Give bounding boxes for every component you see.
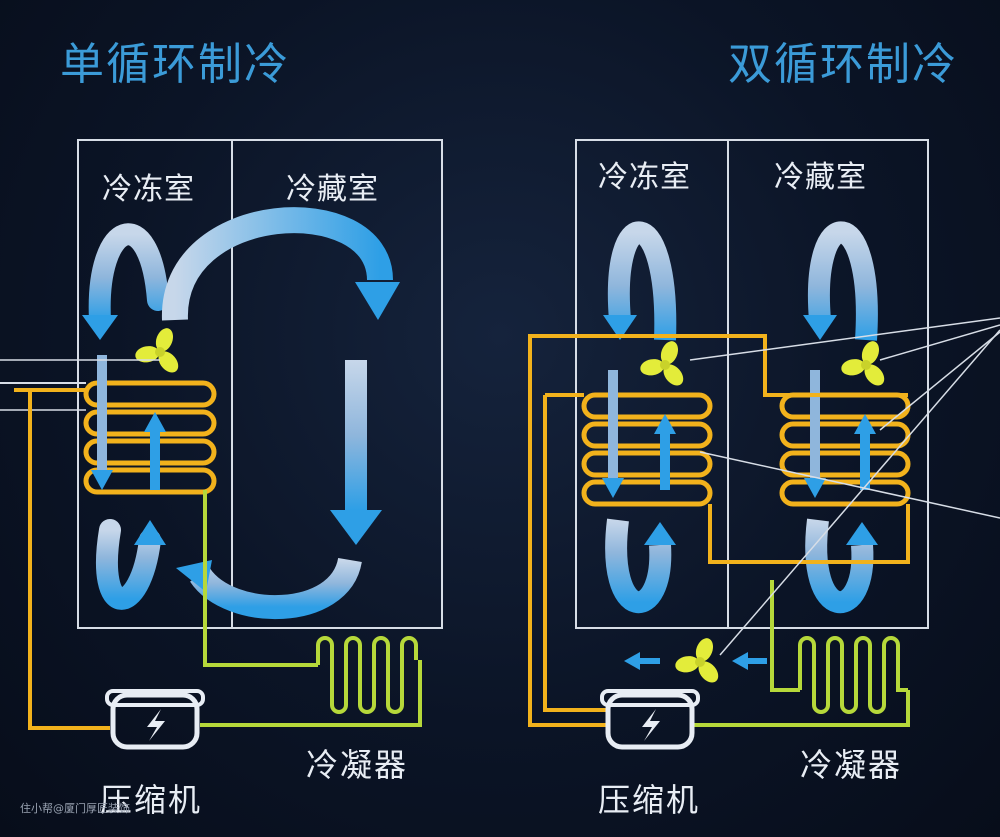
left-airflow-arrow bbox=[355, 282, 400, 320]
right-diagram bbox=[528, 139, 1000, 747]
right-freezer-evaporator-coil bbox=[581, 392, 713, 507]
left-condenser-label: 冷凝器 bbox=[306, 746, 409, 784]
watermark: 住小帮@厦门厚匠装饰 bbox=[20, 802, 130, 815]
right-freezer-airflow-top bbox=[607, 221, 677, 341]
right-refrigerant-lines bbox=[528, 334, 910, 727]
right-airflow-arrow bbox=[846, 522, 878, 545]
right-condenser-lines bbox=[690, 580, 910, 727]
right-compressor-label: 压缩机 bbox=[598, 781, 701, 819]
right-fridge-airflow-top bbox=[808, 221, 878, 341]
left-diagram bbox=[0, 139, 443, 747]
right-condenser-label: 冷凝器 bbox=[800, 746, 903, 784]
right-evaporator-arrows bbox=[602, 370, 876, 498]
left-airflow-arrow bbox=[330, 510, 382, 545]
left-freezer-label: 冷冻室 bbox=[102, 172, 195, 207]
left-condenser-line bbox=[200, 660, 422, 727]
right-freezer-airflow-bottom bbox=[605, 518, 672, 613]
right-compressor-icon bbox=[602, 691, 698, 747]
right-condenser-fan-icon bbox=[673, 635, 723, 687]
right-freezer-fan-icon bbox=[638, 338, 688, 390]
right-fridge-evaporator-coil bbox=[779, 392, 911, 507]
left-title: 单循环制冷 bbox=[60, 39, 290, 90]
right-callout-lines bbox=[689, 317, 1000, 656]
right-fridge-fan-icon bbox=[839, 338, 889, 390]
left-freezer-airflow-top bbox=[88, 223, 169, 331]
left-shared-airflow-bottom bbox=[190, 556, 362, 620]
right-cabinet-outline bbox=[575, 139, 929, 629]
right-fridge-label: 冷藏室 bbox=[774, 160, 867, 195]
left-refrigerant-line bbox=[28, 390, 110, 730]
right-airflow-arrow bbox=[644, 522, 676, 545]
left-shared-airflow-top bbox=[161, 207, 393, 321]
right-freezer-label: 冷冻室 bbox=[598, 160, 691, 195]
right-condenser-airflow-arrows bbox=[624, 652, 767, 670]
left-condenser-coil bbox=[316, 636, 418, 714]
left-airflow-arrow bbox=[134, 520, 166, 545]
right-fridge-airflow-bottom bbox=[805, 518, 874, 613]
right-title: 双循环制冷 bbox=[728, 39, 958, 90]
right-airflow-arrow bbox=[803, 315, 837, 340]
left-compressor-icon bbox=[107, 691, 203, 747]
left-evaporator-arrows bbox=[91, 355, 166, 490]
left-fridge-airflow-down bbox=[345, 360, 367, 510]
right-condenser-coil bbox=[798, 636, 908, 714]
left-condenser-line bbox=[203, 490, 318, 667]
left-compressor-label: 压缩机 bbox=[100, 781, 203, 819]
left-freezer-airflow-bottom bbox=[95, 519, 161, 610]
left-fridge-label: 冷藏室 bbox=[286, 172, 379, 207]
right-airflow-arrow bbox=[603, 315, 637, 340]
left-airflow-arrow bbox=[82, 315, 118, 340]
left-fan-icon bbox=[133, 325, 183, 377]
